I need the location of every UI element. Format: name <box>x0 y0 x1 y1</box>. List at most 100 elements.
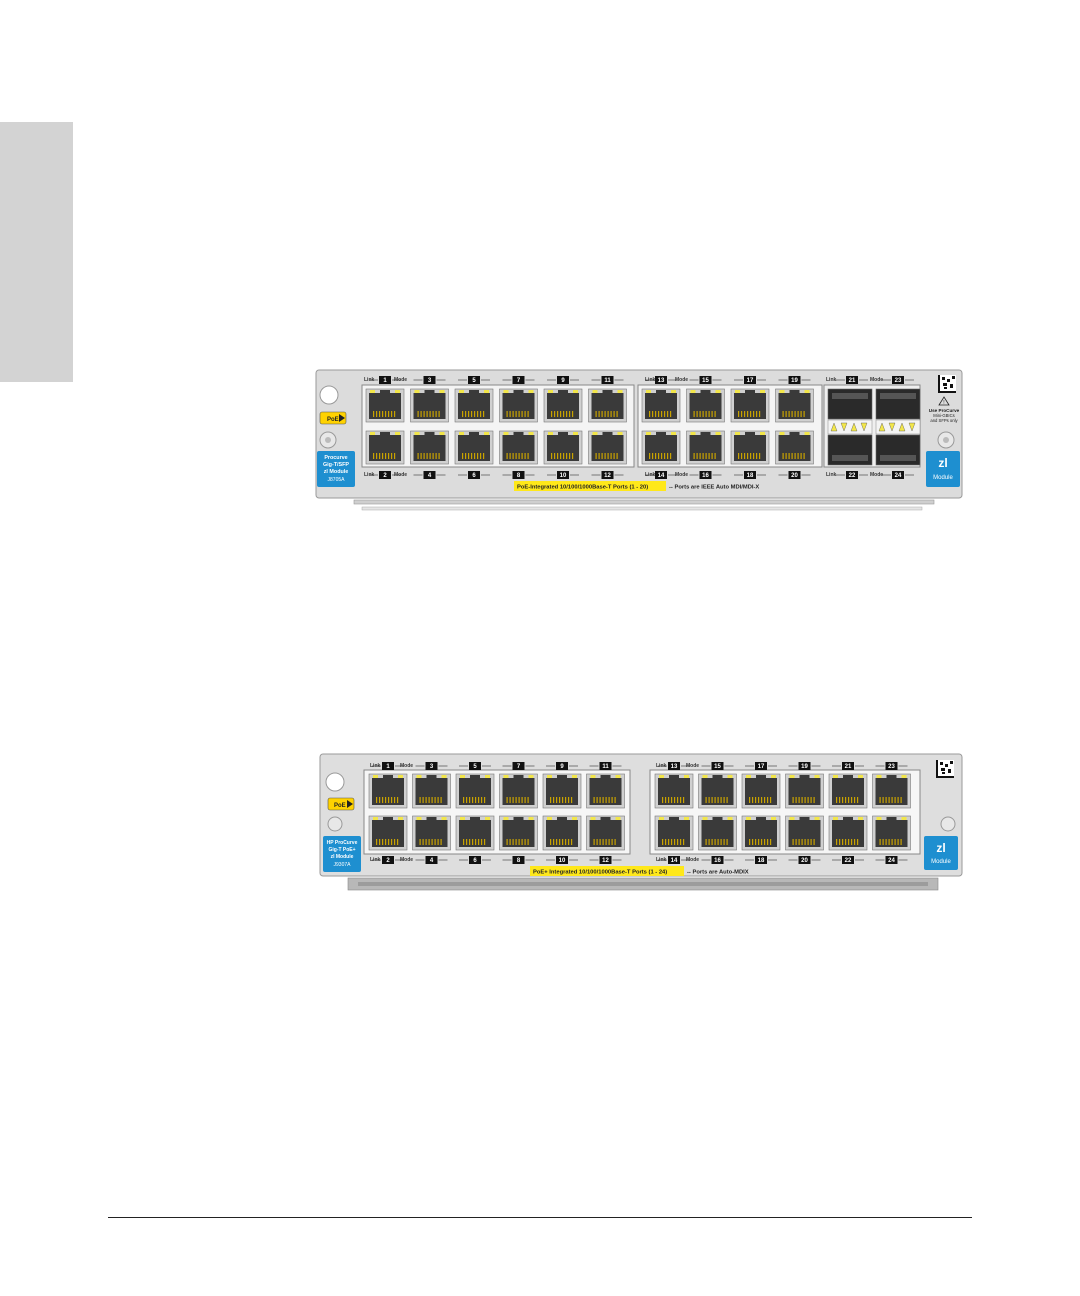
rj45-port-9[interactable] <box>542 773 582 809</box>
port-number-label: 14 <box>658 856 690 864</box>
rj45-port-19[interactable] <box>775 388 814 423</box>
rj45-port-5[interactable] <box>454 388 494 423</box>
port-number-label: 12 <box>591 471 624 479</box>
rj45-port-5[interactable] <box>455 773 495 809</box>
rj45-port-13[interactable] <box>641 388 681 423</box>
rj45-port-2[interactable] <box>365 430 405 465</box>
port-number-label: 16 <box>689 471 722 479</box>
port-number-label: 11 <box>591 376 624 384</box>
rj45-port-3[interactable] <box>412 773 451 809</box>
sfp-led-link-label-bottom: Link <box>826 472 836 478</box>
section-tab <box>0 122 73 382</box>
port-number-label: 7 <box>502 376 535 384</box>
rj45-port-15[interactable] <box>686 388 725 423</box>
svg-text:zl Module: zl Module <box>331 854 354 860</box>
port-number-label: 21 <box>832 762 864 770</box>
rj45-port-11[interactable] <box>588 388 627 423</box>
svg-text:HP ProCurve: HP ProCurve <box>327 840 358 846</box>
svg-text:12: 12 <box>604 473 611 479</box>
svg-text:Gig-T PoE+: Gig-T PoE+ <box>328 847 355 853</box>
svg-text:4: 4 <box>428 473 432 479</box>
rj45-port-2[interactable] <box>368 815 408 851</box>
rj45-port-12[interactable] <box>588 430 627 465</box>
port-number-label: 3 <box>415 762 448 770</box>
rj45-port-1[interactable] <box>368 773 408 809</box>
rj45-port-17[interactable] <box>730 388 770 423</box>
sfp-port-22[interactable] <box>827 434 873 466</box>
svg-text:15: 15 <box>702 378 709 384</box>
rj45-port-11[interactable] <box>586 773 625 809</box>
port-number-label: 3 <box>413 376 446 384</box>
rj45-port-15[interactable] <box>698 773 737 809</box>
port-number-label: 6 <box>459 856 491 864</box>
sfp-port-21[interactable] <box>827 388 873 420</box>
sfp-port-23[interactable] <box>875 388 921 420</box>
led-mode-label-right: Mode <box>675 377 688 383</box>
footer-rule <box>108 1217 972 1218</box>
module-j8705a-illustration: PoE Procurve Gig-T/SFP zl Module J8705A … <box>315 369 963 511</box>
svg-text:5: 5 <box>473 764 477 770</box>
svg-text:13: 13 <box>658 378 665 384</box>
rj45-port-23[interactable] <box>872 773 911 809</box>
svg-text:9: 9 <box>560 764 564 770</box>
port-number-label: 6 <box>458 471 490 479</box>
svg-text:23: 23 <box>895 378 902 384</box>
caption-rest: -- Ports are Auto-MDIX <box>687 870 749 876</box>
rj45-port-22[interactable] <box>828 815 868 851</box>
rj45-port-9[interactable] <box>543 388 583 423</box>
svg-text:1: 1 <box>386 764 390 770</box>
svg-text:16: 16 <box>714 858 721 864</box>
rj45-port-19[interactable] <box>785 773 824 809</box>
rj45-port-8[interactable] <box>499 430 538 465</box>
svg-text:24: 24 <box>895 473 902 479</box>
rj45-port-13[interactable] <box>654 773 694 809</box>
rj45-port-18[interactable] <box>730 430 770 465</box>
rj45-port-3[interactable] <box>410 388 449 423</box>
rj45-port-10[interactable] <box>543 430 583 465</box>
rj45-port-24[interactable] <box>872 815 911 851</box>
rj45-port-20[interactable] <box>775 430 814 465</box>
svg-text:8: 8 <box>517 473 521 479</box>
rj45-port-7[interactable] <box>499 388 538 423</box>
rj45-port-14[interactable] <box>641 430 681 465</box>
rj45-port-7[interactable] <box>499 773 538 809</box>
sfp-led-mode-label-bottom: Mode <box>870 472 883 478</box>
svg-text:21: 21 <box>849 378 856 384</box>
svg-text:3: 3 <box>430 764 434 770</box>
rj45-port-16[interactable] <box>698 815 737 851</box>
rj45-port-21[interactable] <box>828 773 868 809</box>
svg-text:9: 9 <box>561 378 565 384</box>
svg-text:1: 1 <box>383 378 387 384</box>
svg-text:23: 23 <box>888 764 895 770</box>
rj45-port-17[interactable] <box>741 773 781 809</box>
rj45-port-6[interactable] <box>454 430 494 465</box>
port-number-label: 18 <box>745 856 777 864</box>
rj45-port-10[interactable] <box>542 815 582 851</box>
port-number-label: 24 <box>875 856 908 864</box>
port-number-label: 23 <box>882 376 914 384</box>
sfp-led-strip <box>827 419 873 435</box>
poe-badge: PoE <box>327 797 355 811</box>
rj45-port-6[interactable] <box>455 815 495 851</box>
port-number-label: 17 <box>745 762 777 770</box>
rj45-port-4[interactable] <box>412 815 451 851</box>
port-number-label: 15 <box>701 762 734 770</box>
sfp-led-link-label: Link <box>826 377 836 383</box>
caption-highlight: PoE-Integrated 10/100/1000Base-T Ports (… <box>517 485 648 491</box>
rj45-port-14[interactable] <box>654 815 694 851</box>
svg-text:11: 11 <box>602 764 609 770</box>
led-mode-label: Mode <box>400 763 413 769</box>
svg-text:zl Module: zl Module <box>324 469 349 475</box>
rj45-port-8[interactable] <box>499 815 538 851</box>
rj45-port-16[interactable] <box>686 430 725 465</box>
port-number-label: 20 <box>788 856 821 864</box>
sfp-port-24[interactable] <box>875 434 921 466</box>
rj45-port-4[interactable] <box>410 430 449 465</box>
rj45-port-12[interactable] <box>586 815 625 851</box>
rj45-port-1[interactable] <box>365 388 405 423</box>
port-number-label: 22 <box>836 471 868 479</box>
svg-text:6: 6 <box>472 473 476 479</box>
rj45-port-18[interactable] <box>741 815 781 851</box>
rj45-port-20[interactable] <box>785 815 824 851</box>
caption-rest: -- Ports are IEEE Auto MDI/MDI-X <box>669 485 759 491</box>
